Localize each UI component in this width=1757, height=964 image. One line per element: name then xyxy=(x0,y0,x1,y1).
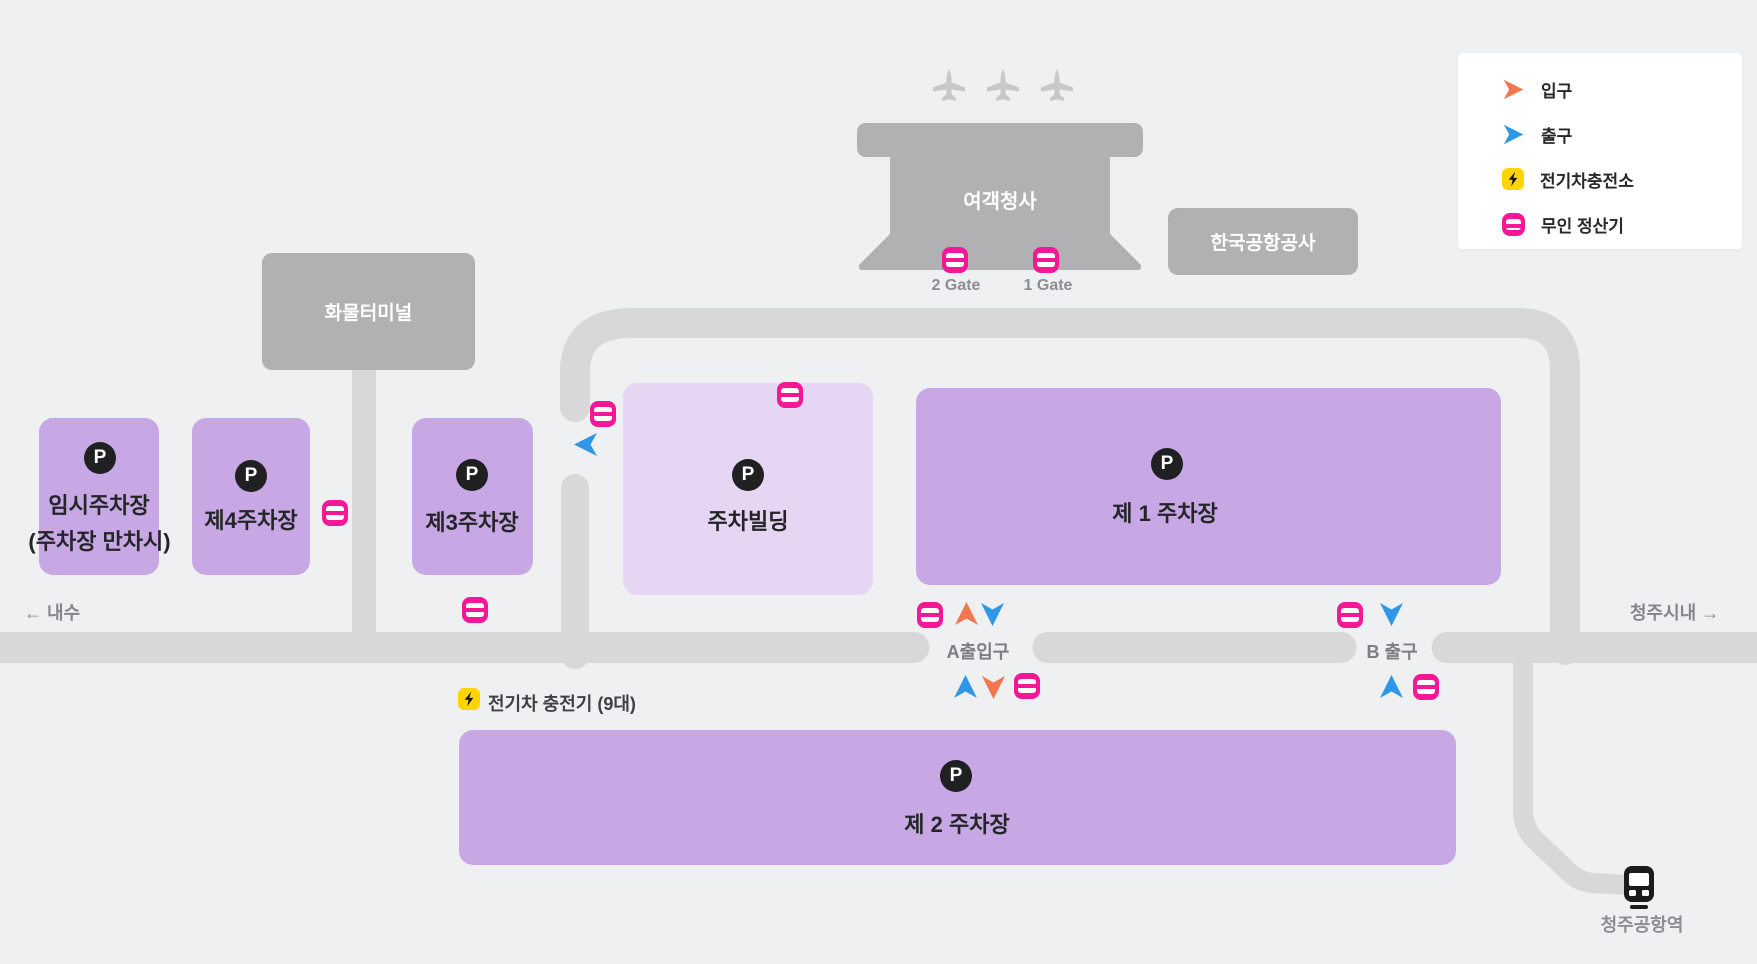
kac-building: 한국공항공사 xyxy=(1168,208,1358,275)
legend-item-entrance: 입구 xyxy=(1502,77,1742,101)
gate1-label: 1 Gate xyxy=(1023,277,1073,294)
parking-lot-1 xyxy=(916,388,1501,585)
airplane-icon xyxy=(987,69,1019,101)
cargo-terminal-building: 화물터미널 xyxy=(262,253,475,370)
b-exit-label: B 출구 xyxy=(1366,642,1418,662)
terminal-building xyxy=(857,69,1143,270)
payment-machine-icon xyxy=(1502,212,1525,236)
parking-building-label: 주차빌딩 xyxy=(707,509,789,534)
exit-arrow-icon xyxy=(1502,123,1525,146)
entrance-arrow-icon xyxy=(980,674,1007,701)
ev-charger-icon xyxy=(458,688,480,710)
parking-lot-2 xyxy=(459,730,1456,865)
parking-lot-1-label: 제 1 주차장 xyxy=(1112,501,1218,526)
payment-machine-icon xyxy=(1413,674,1439,700)
a-gate-label: A출입구 xyxy=(946,642,1010,662)
payment-machine-icon xyxy=(590,401,616,427)
parking-icon: P xyxy=(940,760,972,792)
legend-item-pay: 무인 정산기 xyxy=(1502,212,1742,236)
payment-machine-icon xyxy=(777,382,803,408)
legend-pay-label: 무인 정산기 xyxy=(1541,216,1624,236)
payment-machine-icon xyxy=(462,597,488,623)
legend-ev-label: 전기차충전소 xyxy=(1540,171,1634,191)
cargo-terminal-label: 화물터미널 xyxy=(324,303,413,324)
parking-lot-3 xyxy=(412,418,533,575)
east-direction-label: 청주시내 → xyxy=(1630,603,1720,623)
payment-machine-icon xyxy=(942,247,968,273)
parking-icon: P xyxy=(84,442,116,474)
west-direction-label: ← 내수 xyxy=(24,603,81,623)
ev-charger-icon xyxy=(1502,168,1524,190)
exit-arrow-icon xyxy=(572,431,599,458)
exit-arrow-icon xyxy=(979,601,1006,628)
parking-lot-2-label: 제 2 주차장 xyxy=(904,812,1010,837)
parking-lot-temp-label: 임시주차장 xyxy=(48,493,150,518)
legend-item-exit: 출구 xyxy=(1502,122,1742,146)
parking-lot-temp-sublabel: (주차장 만차시) xyxy=(28,529,171,554)
gate2-label: 2 Gate xyxy=(931,277,981,294)
legend-exit-label: 출구 xyxy=(1541,126,1573,146)
payment-machine-icon xyxy=(1014,673,1040,699)
payment-machine-icon xyxy=(1337,602,1363,628)
exit-arrow-icon xyxy=(1378,673,1405,700)
parking-lot-4 xyxy=(192,418,310,575)
payment-machine-icon xyxy=(1033,247,1059,273)
exit-arrow-icon xyxy=(952,673,979,700)
airplane-icon xyxy=(1041,69,1073,101)
entrance-arrow-icon xyxy=(953,600,980,627)
legend-entrance-label: 입구 xyxy=(1541,81,1573,101)
entrance-arrow-icon xyxy=(1502,78,1525,101)
station-label: 청주공항역 xyxy=(1600,915,1684,935)
airplane-icon xyxy=(933,69,965,101)
ev-note-label: 전기차 충전기 (9대) xyxy=(488,694,636,714)
parking-icon: P xyxy=(1151,448,1183,480)
train-station-icon xyxy=(1624,866,1654,909)
kac-label: 한국공항공사 xyxy=(1210,233,1316,254)
road-station xyxy=(1513,640,1638,895)
parking-icon: P xyxy=(235,460,267,492)
parking-lot-4-label: 제4주차장 xyxy=(204,508,298,533)
legend-item-ev: 전기차충전소 xyxy=(1502,167,1742,191)
exit-arrow-icon xyxy=(1378,601,1405,628)
parking-lot-3-label: 제3주차장 xyxy=(425,510,519,535)
terminal-label: 여객청사 xyxy=(963,191,1037,213)
parking-icon: P xyxy=(456,459,488,491)
legend: 입구 출구 전기차충전소 무인 정산기 xyxy=(1458,53,1742,249)
airplane-icons xyxy=(933,69,1073,101)
payment-machine-icon xyxy=(917,602,943,628)
payment-machine-icon xyxy=(322,500,348,526)
road-loop xyxy=(560,308,1580,665)
parking-icon: P xyxy=(732,459,764,491)
